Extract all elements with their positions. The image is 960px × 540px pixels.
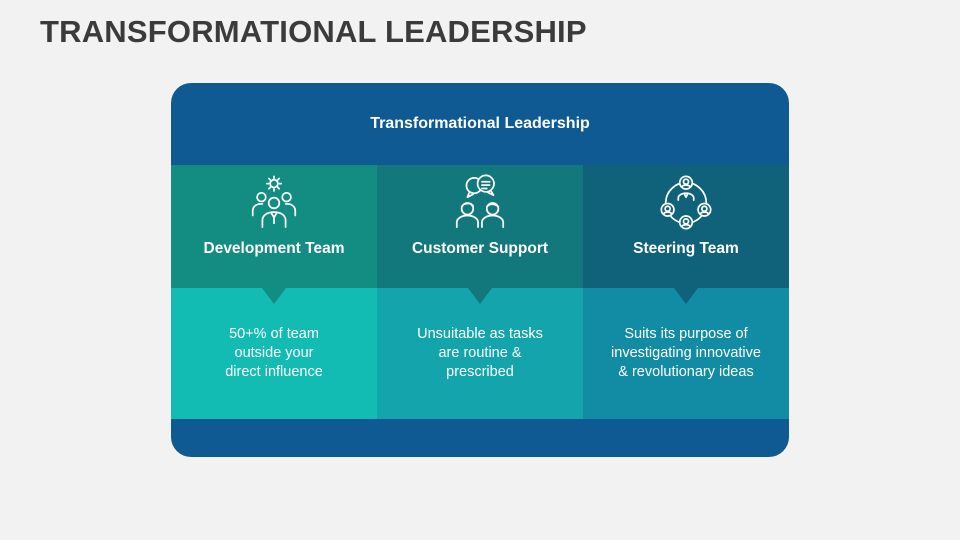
description-line: & revolutionary ideas (618, 364, 754, 380)
column-bottom: Suits its purpose of investigating innov… (583, 288, 789, 419)
description-line: direct influence (225, 364, 323, 380)
leadership-panel: Transformational Leadership Development … (171, 83, 789, 457)
description-line: outside your (234, 345, 314, 361)
column-pointer (262, 288, 286, 304)
column-customer-support: Customer Support Unsuitable as tasks are… (377, 165, 583, 419)
steering-team-icon (660, 175, 712, 230)
column-title: Steering Team (633, 240, 739, 257)
column-top: Steering Team (583, 165, 789, 304)
customer-support-icon (455, 174, 505, 229)
column-description: 50+% of team outside your direct influen… (225, 325, 323, 382)
column-pointer (468, 288, 492, 304)
development-team-icon (251, 175, 297, 229)
description-line: Suits its purpose of (624, 326, 748, 342)
column-title: Customer Support (411, 240, 549, 257)
column-description: Suits its purpose of investigating innov… (611, 325, 761, 382)
slide-title: TRANSFORMATIONAL LEADERSHIP (40, 14, 587, 49)
column-bottom: 50+% of team outside your direct influen… (171, 288, 377, 419)
column-bottom: Unsuitable as tasks are routine & prescr… (377, 288, 583, 419)
column-title: Development Team (203, 240, 345, 257)
description-line: investigating innovative (611, 345, 761, 361)
column-pointer (674, 288, 698, 304)
column-steering-team: Steering Team Suits its purpose of inves… (583, 165, 789, 419)
description-line: Unsuitable as tasks (417, 326, 543, 342)
description-line: prescribed (446, 364, 514, 380)
panel-header: Transformational Leadership (370, 115, 590, 132)
column-top: Customer Support (377, 165, 583, 304)
column-top: Development Team (171, 165, 377, 304)
column-development-team: Development Team 50+% of team outside yo… (171, 165, 377, 419)
description-line: are routine & (438, 345, 522, 361)
description-line: 50+% of team (229, 326, 319, 342)
column-description: Unsuitable as tasks are routine & prescr… (417, 325, 543, 382)
team-columns: Development Team 50+% of team outside yo… (171, 165, 789, 419)
